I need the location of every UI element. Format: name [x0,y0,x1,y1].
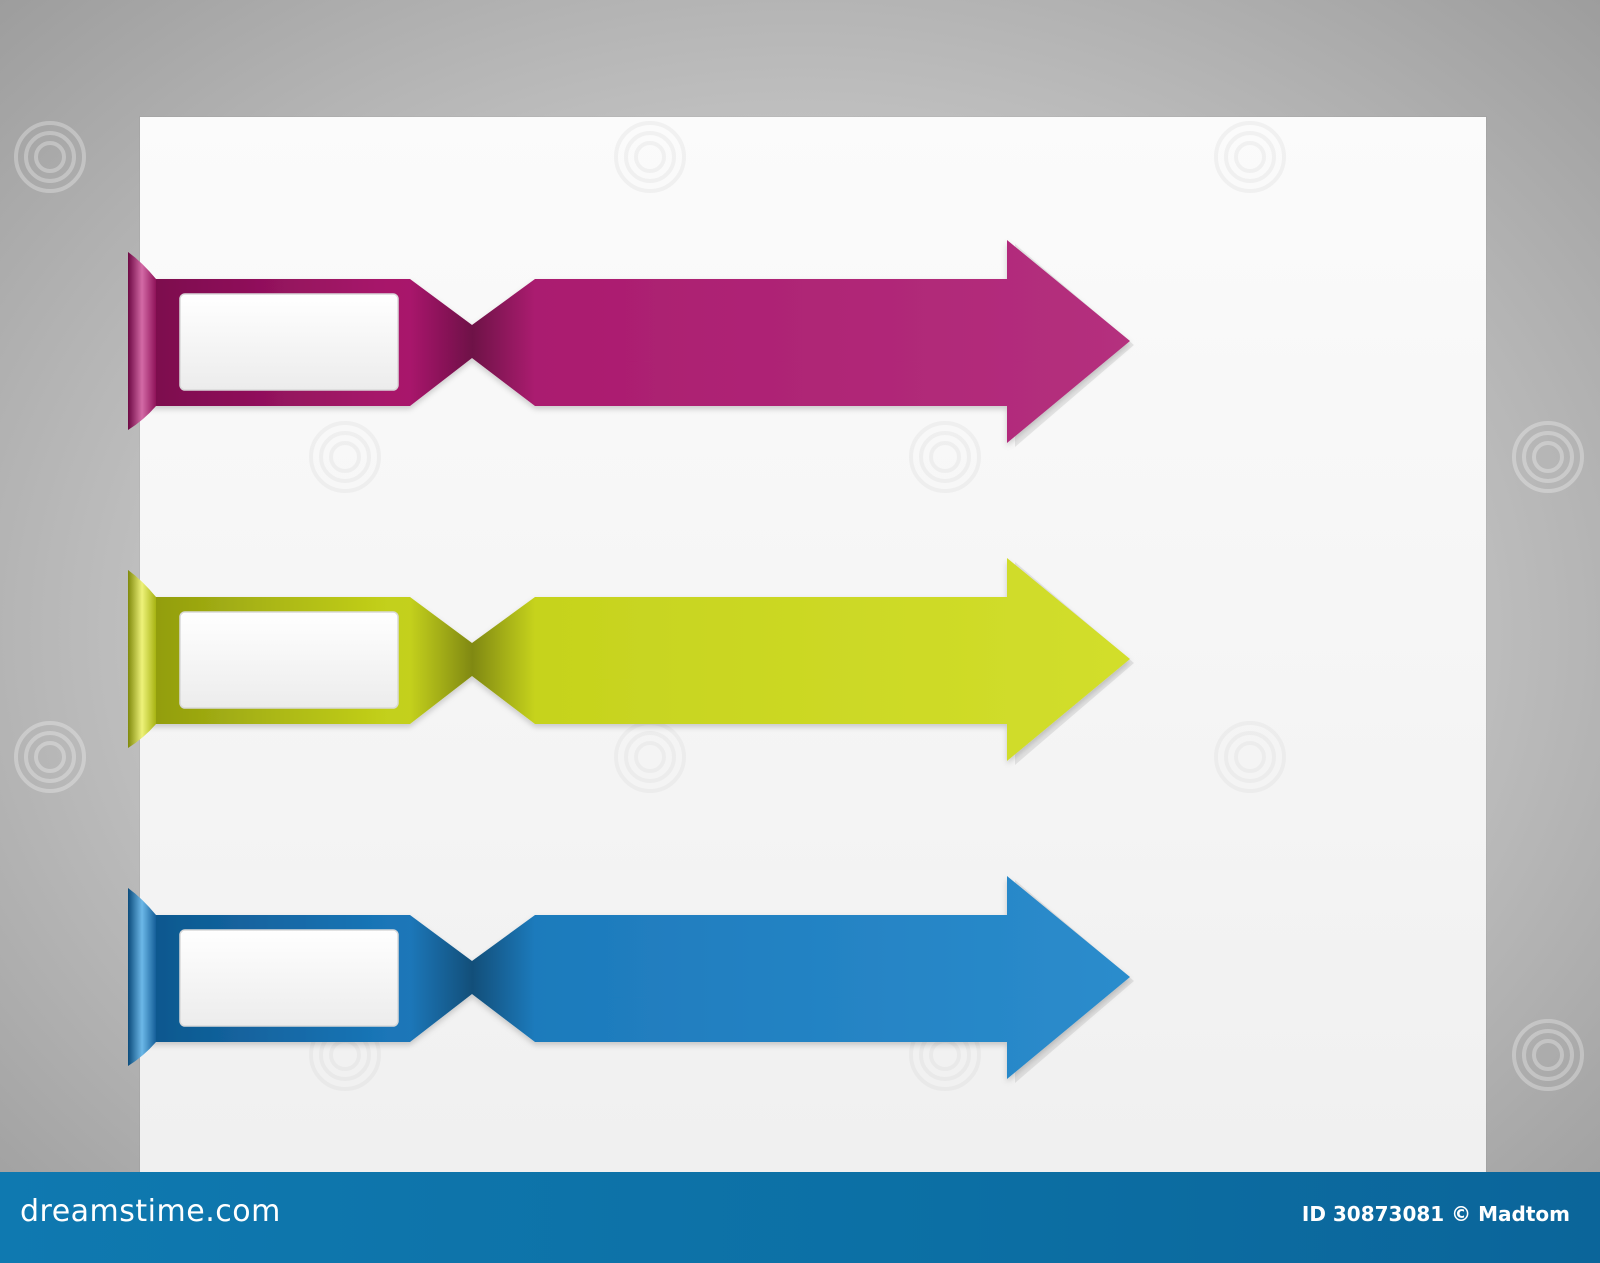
arrow-blue-label-box[interactable] [179,929,399,1027]
dreamstime-spiral-icon [1214,721,1286,793]
arrow-lime-label-box[interactable] [179,611,399,709]
brand-logo-text[interactable]: dreamstime.com [20,1194,281,1229]
arrow-blue-curl [128,888,156,1066]
arrow-blue-body [140,876,1130,1079]
arrow-magenta-pinch [410,279,535,406]
footer-bar: dreamstime.com ID 30873081 © Madtom [0,1172,1600,1263]
arrow-magenta [128,240,1134,447]
arrow-lime-body [140,558,1130,761]
dreamstime-spiral-icon [14,121,86,193]
dreamstime-spiral-icon [909,421,981,493]
dreamstime-spiral-icon [1512,421,1584,493]
arrow-lime-pinch [410,597,535,724]
arrow-magenta-label-box[interactable] [179,293,399,391]
arrow-lime [128,558,1134,765]
arrow-graphic [14,121,1584,1091]
dreamstime-spiral-icon [614,121,686,193]
dreamstime-spiral-icon [614,721,686,793]
dreamstime-spiral-icon [14,721,86,793]
arrow-blue-pinch [410,915,535,1042]
watermark-layer [14,121,1584,1091]
dreamstime-spiral-icon [1214,121,1286,193]
image-credit: ID 30873081 © Madtom [1301,1202,1570,1226]
arrow-blue [128,876,1134,1083]
arrow-lime-curl [128,570,156,748]
dreamstime-spiral-icon [309,421,381,493]
arrow-magenta-curl [128,252,156,430]
arrow-magenta-body [140,240,1130,443]
stage [14,117,1584,1172]
dreamstime-spiral-icon [1512,1019,1584,1091]
